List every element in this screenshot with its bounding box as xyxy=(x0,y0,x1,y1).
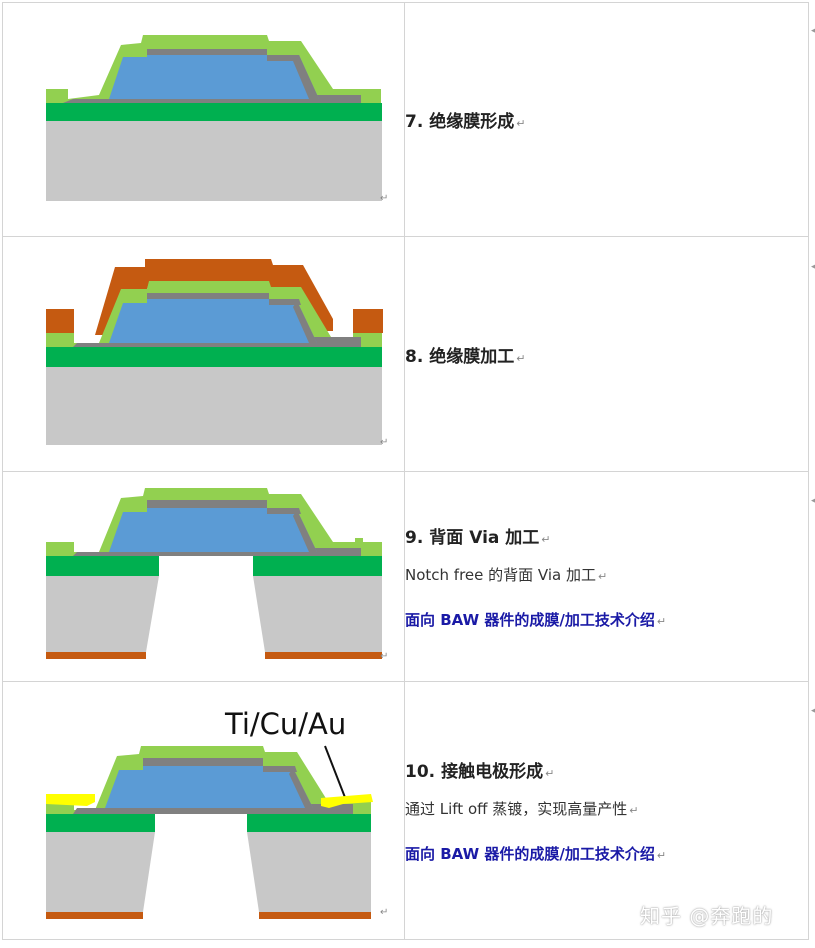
photoresist-right xyxy=(353,309,383,333)
substrate-right xyxy=(253,576,382,652)
top-electrode xyxy=(147,293,301,305)
top-electrode xyxy=(147,49,301,61)
step-description: Notch free 的背面 Via 加工↵ xyxy=(405,566,608,584)
baw-article-link[interactable]: 面向 BAW 器件的成膜/加工技术介绍↵ xyxy=(405,611,667,629)
step-row-8: ↵ 8.绝缘膜加工↵ xyxy=(2,236,809,472)
top-electrode-slope xyxy=(293,510,317,552)
substrate xyxy=(46,365,382,445)
piezo-layer xyxy=(109,502,317,552)
substrate-right xyxy=(247,832,371,912)
backside-metal-right xyxy=(265,652,382,659)
step-10-text-cell: 10.接触电极形成↵ 通过 Lift off 蒸镀，实现高量产性↵ 面向 BAW… xyxy=(404,681,809,940)
step-9-diagram-cell: ↵ xyxy=(2,471,405,682)
backside-metal-left xyxy=(46,652,146,659)
step-8-text-cell: 8.绝缘膜加工↵ xyxy=(404,236,809,472)
green-layer-right xyxy=(253,556,382,576)
label-pointer-line xyxy=(324,745,347,801)
backside-metal-right xyxy=(259,912,371,919)
cell-para-mark: ↵ xyxy=(380,437,388,448)
bottom-electrode xyxy=(73,337,361,347)
cell-para-mark: ↵ xyxy=(380,651,388,662)
step-7-diagram-cell: ↵ xyxy=(2,2,405,237)
baw-article-link[interactable]: 面向 BAW 器件的成膜/加工技术介绍↵ xyxy=(405,845,667,863)
cell-para-mark: ↵ xyxy=(380,193,388,204)
row-side-mark: ◂ xyxy=(811,706,815,716)
process-steps-table: ↵ 7.绝缘膜形成↵ ↵ 8.绝缘膜加工↵ xyxy=(2,2,809,940)
photoresist-center xyxy=(95,259,333,335)
substrate-left xyxy=(46,832,155,912)
green-layer xyxy=(46,347,382,367)
step-title: 9.背面 Via 加工↵ xyxy=(405,528,551,548)
piezo-layer xyxy=(109,49,319,99)
step-9-text-cell: 9.背面 Via 加工↵ Notch free 的背面 Via 加工↵ 面向 B… xyxy=(404,471,809,682)
contact-electrode-right xyxy=(321,794,373,808)
step-8-diagram-cell: ↵ xyxy=(2,236,405,472)
step-title: 10.接触电极形成↵ xyxy=(405,762,555,782)
step-10-diagram-cell: Ti/Cu/Au ↵ xyxy=(2,681,405,940)
piezo-layer xyxy=(109,295,317,343)
substrate-left xyxy=(46,576,159,652)
zhihu-watermark: 知乎 @奔跑的 xyxy=(640,904,774,928)
step-10-diagram: Ti/Cu/Au ↵ xyxy=(46,707,388,919)
step-row-10: Ti/Cu/Au ↵ 10.接触电极形成↵ 通过 Lift off 蒸镀， xyxy=(2,681,809,940)
substrate xyxy=(46,121,382,201)
top-electrode-slope xyxy=(293,301,317,343)
top-electrode-slope xyxy=(289,768,313,808)
contact-electrode-left xyxy=(46,794,95,806)
green-layer-right xyxy=(247,814,371,832)
step-9-diagram: ↵ xyxy=(46,488,388,662)
photoresist-left xyxy=(46,309,74,333)
top-electrode xyxy=(143,758,297,772)
bottom-electrode xyxy=(73,804,353,814)
top-electrode xyxy=(147,500,301,514)
green-layer-left xyxy=(46,814,155,832)
step-row-7: ↵ 7.绝缘膜形成↵ xyxy=(2,2,809,237)
step-8-diagram: ↵ xyxy=(46,259,388,448)
step-description: 通过 Lift off 蒸镀，实现高量产性↵ xyxy=(405,800,639,818)
row-side-mark: ◂ xyxy=(811,26,815,36)
backside-metal-left xyxy=(46,912,143,919)
piezo-layer xyxy=(105,760,313,808)
green-layer xyxy=(46,103,382,121)
step-title: 7.绝缘膜形成↵ xyxy=(405,112,526,132)
step-7-text-cell: 7.绝缘膜形成↵ xyxy=(404,2,809,237)
step-title: 8.绝缘膜加工↵ xyxy=(405,346,526,367)
cell-para-mark: ↵ xyxy=(380,907,388,918)
row-side-mark: ◂ xyxy=(811,496,815,506)
row-side-mark: ◂ xyxy=(811,262,815,272)
green-layer-left xyxy=(46,556,159,576)
top-electrode-slope xyxy=(293,55,319,99)
step-row-9: ↵ 9.背面 Via 加工↵ Notch free 的背面 Via 加工↵ 面向… xyxy=(2,471,809,682)
step-7-diagram: ↵ xyxy=(46,35,388,204)
ti-cu-au-label: Ti/Cu/Au xyxy=(224,707,346,741)
